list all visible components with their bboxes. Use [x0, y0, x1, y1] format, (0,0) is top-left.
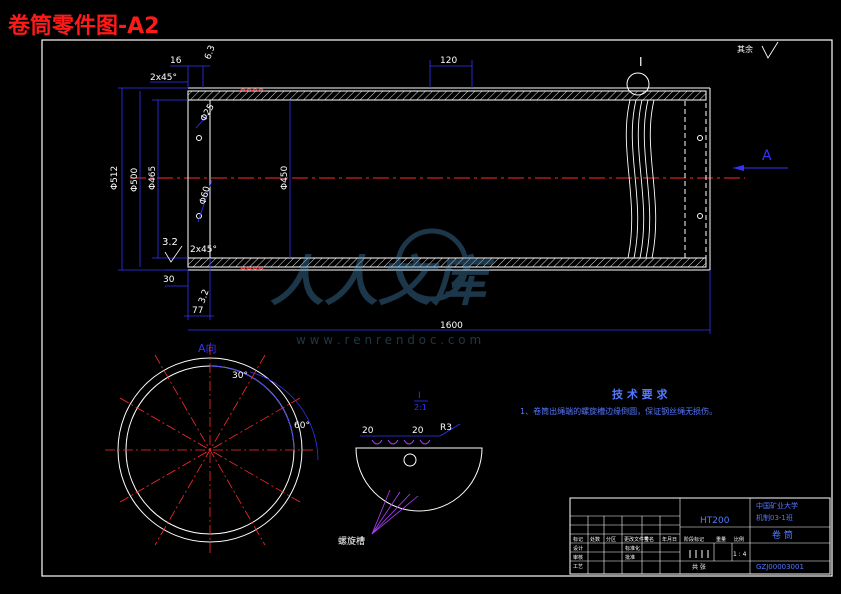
groove-leaders — [371, 489, 419, 535]
dim-6-3-top: 6.3 — [203, 44, 217, 61]
view-a-label: A — [762, 148, 772, 164]
dim-r3: R3 — [440, 423, 452, 433]
dim-77: 77 — [192, 306, 203, 316]
top-wall-hatch — [187, 90, 707, 101]
tb-stage-mark: 阶段标记 — [684, 536, 704, 543]
flange-bolt-hole — [697, 213, 703, 219]
watermark-logo-icon — [395, 228, 469, 302]
tb-header-change: 更改文件号 — [624, 536, 649, 543]
drawing-title: 卷筒零件图-A2 — [7, 13, 159, 39]
flange-bolt-hole — [697, 135, 703, 141]
tb-row-process: 工艺 — [573, 564, 583, 570]
dim-phi500: Φ500 — [130, 167, 140, 192]
detail-i-marker — [626, 72, 650, 96]
dim-phi465: Φ465 — [148, 166, 158, 190]
watermark: 人人文库 w w w . r e n r e n d o c . c o m — [270, 228, 495, 347]
roughness-note: 其余 — [737, 41, 779, 59]
dim-1600: 1600 — [440, 321, 463, 331]
detail-i-label: I — [418, 391, 421, 401]
detail-i-body — [355, 447, 483, 512]
dim-16: 16 — [170, 56, 182, 66]
roughness-symbol-icon — [164, 245, 183, 263]
right-flange — [684, 99, 707, 259]
title-block-frame — [569, 497, 831, 575]
dim-phi450: Φ450 — [280, 165, 290, 190]
tb-header-date: 年月日 — [662, 536, 677, 543]
rope-groove-marks — [239, 266, 265, 270]
dim-phi512: Φ512 — [110, 166, 120, 190]
tb-header-sign: 签名 — [644, 536, 654, 543]
tb-row-standard: 标准化 — [625, 545, 640, 552]
spiral-groove-break — [625, 99, 657, 259]
rope-groove-marks — [239, 88, 265, 92]
section-i-label: I — [639, 55, 643, 69]
detail-i-view: I 2:1 20 20 R3 螺旋槽 — [338, 391, 483, 547]
tb-stage-weight: 重量 — [716, 536, 726, 543]
main-dimension-labels: 16 6.3 2x45° 120 Φ512 Φ500 Φ465 Φ450 Φ25… — [110, 44, 463, 331]
title-block: 标记 处数 分区 更改文件号 签名 年月日 设计 审核 工艺 标准化 批准 阶段… — [569, 497, 831, 575]
tb-scale: 1 : 4 — [733, 551, 747, 558]
angle-arc — [209, 365, 295, 451]
bottom-wall-hatch — [187, 257, 707, 268]
dim-20b: 20 — [412, 426, 424, 436]
dim-phi25: Φ25 — [199, 102, 217, 123]
a-view: A向 30° 60° — [105, 341, 319, 555]
watermark-url: w w w . r e n r e n d o c . c o m — [296, 333, 481, 347]
dim-20a: 20 — [362, 426, 374, 436]
dim-2x45-bottom: 2x45° — [190, 245, 217, 255]
angle-60: 60° — [294, 421, 310, 431]
tb-stage-boxes — [689, 550, 709, 558]
detail-scale: 2:1 — [414, 403, 427, 412]
tb-header-zone: 分区 — [606, 536, 616, 543]
tech-item-1: 1、卷筒出绳端的螺旋槽边缘倒圆，保证钢丝绳无损伤。 — [520, 406, 717, 416]
view-a-arrowhead-icon — [733, 165, 744, 171]
tb-header-count: 处数 — [590, 536, 600, 543]
dim-120: 120 — [440, 56, 457, 66]
watermark-text: 人人文库 — [270, 250, 495, 313]
dim-2x45: 2x45° — [150, 73, 177, 83]
groove-label: 螺旋槽 — [338, 535, 365, 547]
main-section-view: I A — [130, 55, 788, 271]
a-view-centerlines — [105, 345, 315, 555]
tech-heading: 技 术 要 求 — [612, 387, 668, 401]
roughness-symbol-icon — [761, 41, 779, 59]
dim-30: 30 — [163, 275, 175, 285]
dim-3-2: 3.2 — [162, 237, 178, 248]
tb-row-design: 设计 — [573, 545, 583, 552]
flange-bolt-hole — [196, 135, 202, 141]
tb-class: 机制03-1班 — [756, 513, 793, 522]
tb-row-approve: 批准 — [625, 554, 635, 561]
roughness-note-text: 其余 — [737, 44, 753, 54]
angle-30: 30° — [232, 371, 248, 381]
tb-part-name: 卷 筒 — [772, 529, 793, 541]
tb-material: HT200 — [700, 516, 730, 526]
detail-i-grooves — [371, 439, 431, 467]
angle-arc — [249, 371, 319, 461]
detail-i-dimensions — [360, 423, 461, 437]
dim-phi60: Φ60 — [198, 185, 213, 206]
main-dimensions — [118, 60, 711, 334]
dim-3-2-bottom: 3.2 — [197, 288, 211, 305]
tb-sheet: 共 张 — [692, 563, 706, 571]
tb-row-review: 审核 — [573, 554, 583, 561]
tb-header-mark: 标记 — [573, 536, 583, 543]
a-view-label: A向 — [198, 341, 217, 355]
tb-stage-scale: 比例 — [734, 536, 744, 543]
left-flange — [187, 99, 211, 259]
tb-drawing-no: GZJ00003001 — [756, 563, 804, 571]
tb-school: 中国矿业大学 — [756, 501, 798, 510]
drawing-border — [41, 39, 833, 577]
